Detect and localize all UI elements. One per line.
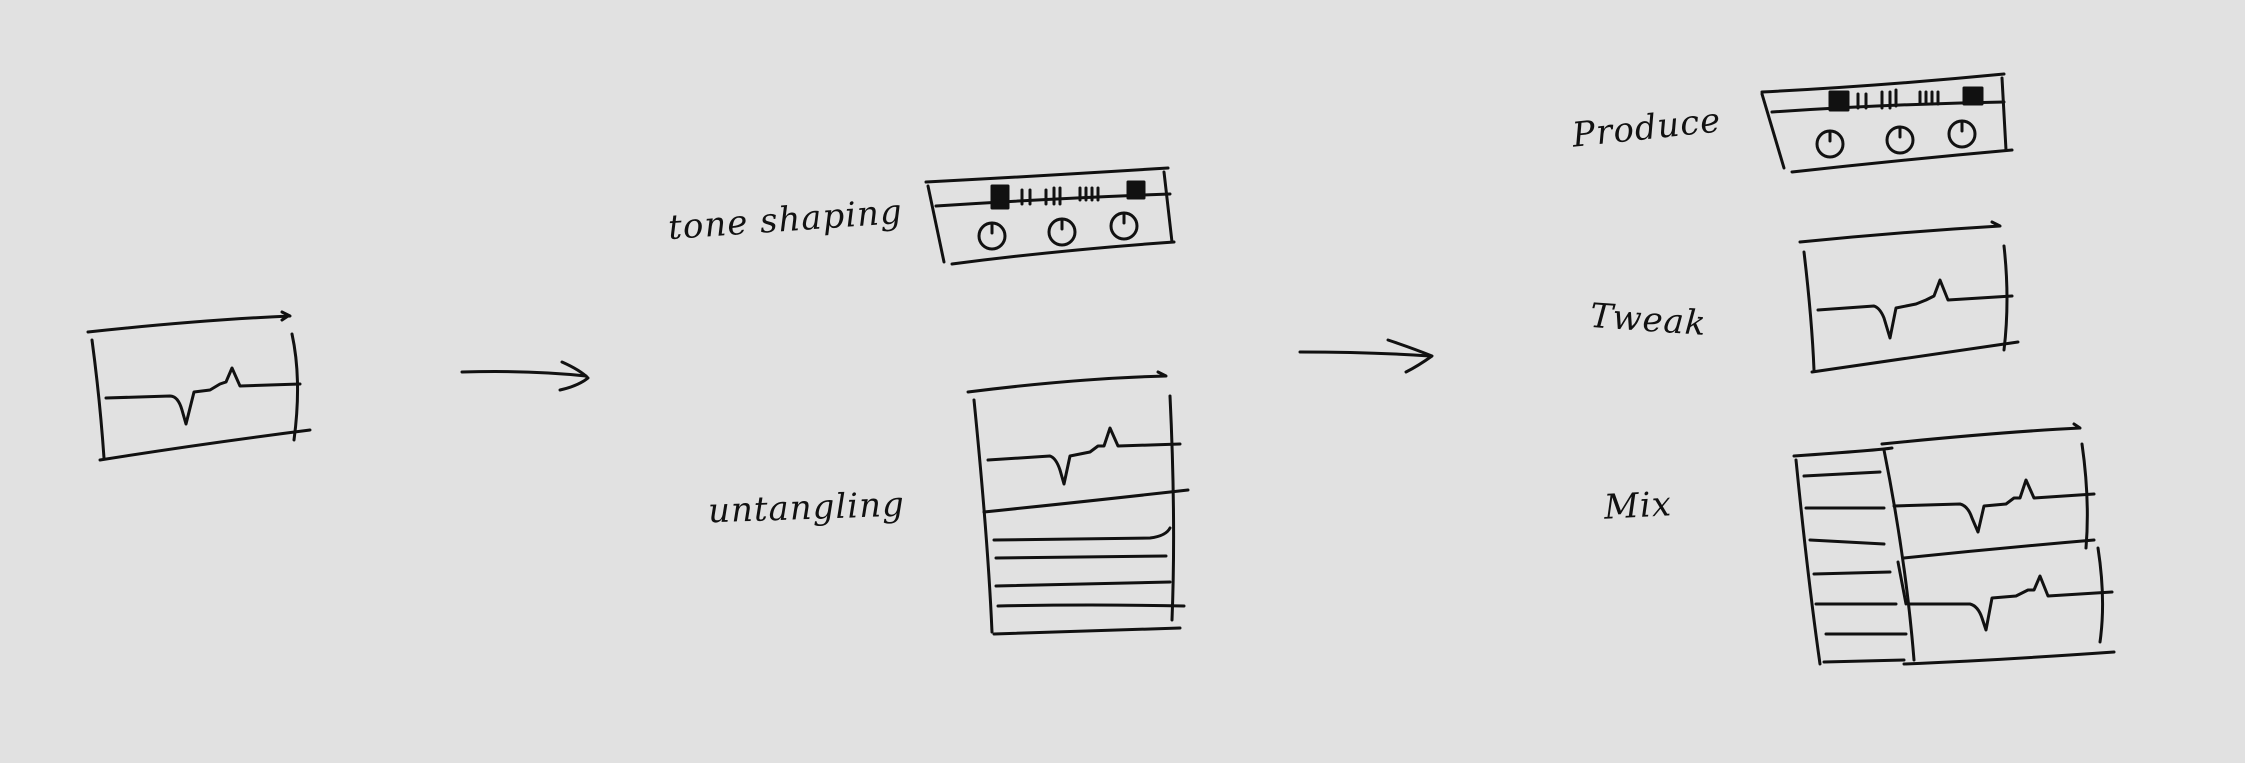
panel-top-bar: [924, 166, 1170, 184]
tone-shaping-panel: [924, 166, 1176, 266]
meter-ticks-icon: [1856, 88, 1940, 110]
waveform-line: [986, 426, 1182, 486]
waveform-window-start: [86, 310, 312, 462]
meter-block-icon: [1126, 180, 1146, 200]
waveform-line: [1908, 574, 2114, 632]
window-top-bar: [966, 370, 1168, 394]
window-bottom-bar: [1810, 340, 2020, 374]
list-row: [1802, 470, 1882, 478]
window-top-bar: [1880, 422, 2082, 446]
meter-block-icon: [1828, 90, 1850, 112]
panel-top-bar: [1760, 72, 2006, 94]
list-left-edge: [1794, 458, 1822, 666]
panel-left-edge: [926, 184, 946, 264]
window-bottom-bar: [1902, 650, 2116, 666]
window-right-edge: [290, 332, 300, 442]
window-top-bar: [86, 310, 292, 334]
window-right-edge: [2002, 244, 2009, 352]
arrow-right-icon: [1298, 338, 1434, 374]
waveform-line: [104, 366, 302, 426]
list-row: [996, 603, 1186, 608]
window-left-edge: [972, 398, 994, 634]
lower-track-left-edge: [1896, 560, 1908, 606]
label-untangling: untangling: [707, 484, 906, 532]
separator-line: [982, 488, 1190, 514]
panel-bottom-bar: [950, 240, 1176, 266]
meter-block-icon: [990, 184, 1010, 210]
panel-left-edge: [1760, 92, 1786, 170]
track-separator: [1902, 538, 2096, 560]
untangling-window: [966, 370, 1190, 636]
window-left-edge: [90, 338, 106, 460]
window-left-edge: [1802, 250, 1816, 372]
panel-bottom-bar: [1790, 148, 2014, 174]
label-mix: Mix: [1602, 484, 1673, 528]
list-divider: [1882, 448, 1916, 662]
window-right-edge: [2080, 442, 2089, 550]
arrow-right-icon: [460, 360, 590, 392]
panel-right-edge: [2000, 76, 2008, 152]
produce-panel: [1760, 72, 2014, 174]
lower-track-right-edge: [2096, 546, 2105, 644]
list-row: [1808, 538, 1886, 546]
list-row: [1812, 570, 1892, 576]
list-row: [1822, 658, 1906, 664]
meter-ticks-icon: [1020, 186, 1100, 206]
window-top-bar: [1798, 220, 2002, 244]
label-tweak: Tweak: [1588, 295, 1708, 345]
list-row: [992, 526, 1172, 542]
list-row: [994, 580, 1172, 588]
tweak-window: [1798, 220, 2020, 374]
panel-right-edge: [1162, 170, 1174, 244]
mix-window: [1792, 422, 2116, 666]
window-bottom-bar: [98, 428, 312, 462]
window-right-edge: [1168, 394, 1176, 622]
list-top-bar: [1792, 446, 1894, 458]
waveform-line: [1892, 478, 2096, 534]
waveform-line: [1816, 278, 2014, 340]
list-row: [992, 626, 1182, 636]
list-row: [994, 554, 1168, 560]
meter-block-icon: [1962, 86, 1984, 106]
